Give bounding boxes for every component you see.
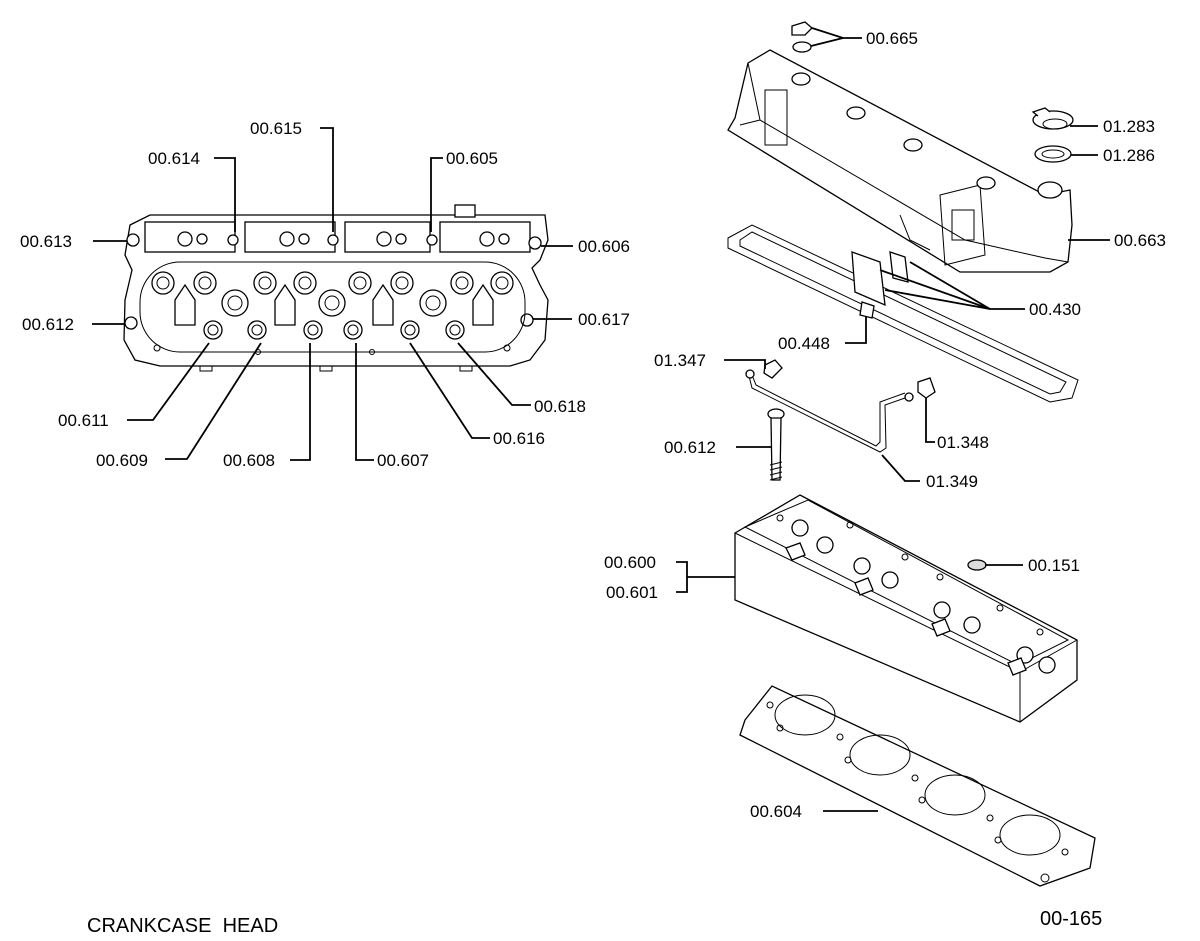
label-00-618: 00.618 — [534, 397, 586, 416]
part-labels: 00.615 00.614 00.605 00.613 00.606 00.61… — [20, 29, 1166, 937]
label-00-606: 00.606 — [578, 237, 630, 256]
label-00-613: 00.613 — [20, 232, 72, 251]
oil-filler-cap — [1031, 107, 1074, 163]
label-00-608: 00.608 — [223, 451, 275, 470]
label-00-616: 00.616 — [493, 429, 545, 448]
label-00-612-right: 00.612 — [664, 438, 716, 457]
label-00-151: 00.151 — [1028, 556, 1080, 575]
label-00-611: 00.611 — [58, 411, 109, 430]
label-00-665: 00.665 — [866, 29, 918, 48]
oil-pipe — [745, 359, 936, 453]
label-00-614: 00.614 — [148, 149, 200, 168]
left-leader-lines — [92, 127, 573, 461]
cylinder-head-top-view — [123, 204, 549, 372]
label-00-609: 00.609 — [96, 451, 148, 470]
label-01-286: 01.286 — [1103, 146, 1155, 165]
label-01-348: 01.348 — [937, 433, 989, 452]
cylinder-head-block — [734, 494, 1078, 723]
label-00-617: 00.617 — [578, 310, 630, 329]
rocker-cover — [727, 49, 1073, 273]
page-number: 00-165 — [1040, 908, 1102, 930]
label-00-430: 00.430 — [1029, 300, 1081, 319]
label-00-607: 00.607 — [377, 451, 429, 470]
label-01-283: 01.283 — [1103, 117, 1155, 136]
label-01-349: 01.349 — [926, 472, 978, 491]
label-00-605: 00.605 — [446, 149, 498, 168]
label-00-612-left: 00.612 — [22, 315, 74, 334]
label-01-347: 01.347 — [654, 351, 706, 370]
label-00-448: 00.448 — [778, 334, 830, 353]
cover-nuts — [791, 21, 813, 53]
label-00-601: 00.601 — [606, 583, 658, 602]
cover-gasket — [727, 224, 1079, 403]
diagram-title: CRANKCASE HEAD — [87, 915, 278, 937]
label-00-615: 00.615 — [250, 119, 302, 138]
head-bolt — [767, 408, 785, 481]
label-00-663: 00.663 — [1114, 231, 1166, 250]
head-gasket — [739, 685, 1096, 887]
cylinder-head-plug — [967, 559, 987, 571]
label-00-604: 00.604 — [750, 802, 802, 821]
breather-bracket — [851, 251, 909, 319]
label-00-600: 00.600 — [604, 553, 656, 572]
right-leader-lines — [676, 27, 1110, 812]
